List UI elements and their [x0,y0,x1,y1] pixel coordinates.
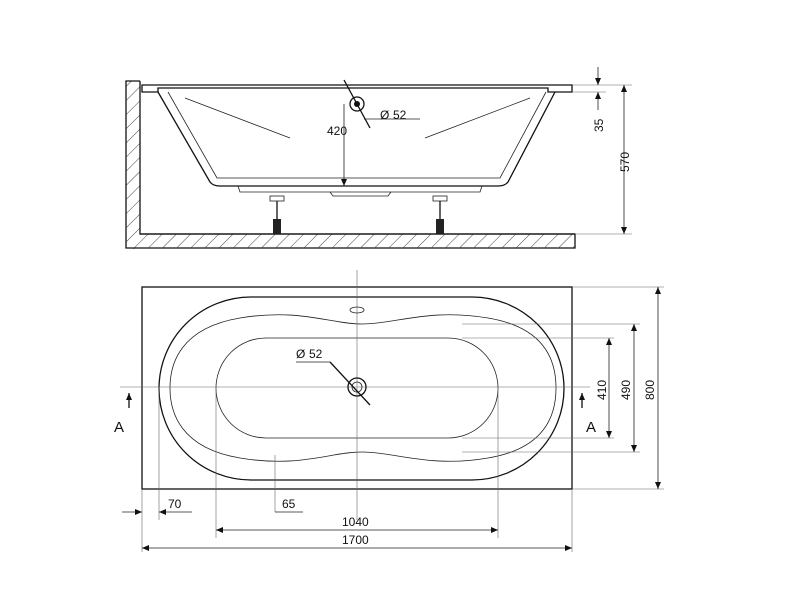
tub-rim [141,84,573,93]
floor-hatching [140,234,575,248]
overflow-symbol [343,79,420,129]
dim-35-label: 35 [592,118,606,132]
section-left-label: A [114,419,124,436]
top-drain-diameter-label: 52 [309,347,323,361]
dim-800-label: 800 [643,380,657,400]
drain-symbol [296,361,371,406]
dim-1040-label: 1040 [342,515,369,529]
side-view: Ø 52 420 35 570 [125,67,632,249]
dim-490-label: 490 [619,380,633,400]
section-right-label: A [586,419,596,436]
tub-body [157,91,556,187]
side-drain-diameter-label: 52 [393,108,407,122]
leg-left [269,195,285,234]
dim-70-label: 70 [168,497,182,511]
dim-410-label: 410 [595,380,609,400]
basin-contour [169,314,557,462]
dim-65-label: 65 [282,497,296,511]
dim-570-label: 570 [618,152,632,172]
dim-420-label: 420 [327,124,347,138]
dim-1700-label: 1700 [342,533,369,547]
side-drain-diameter-symbol: Ø [380,108,389,122]
wall-hatching [126,81,140,249]
top-view: Ø 52 A A 410 490 800 70 [114,270,664,552]
leg-right [432,195,448,234]
top-drain-diameter-symbol: Ø [296,347,305,361]
tub-base [237,185,483,193]
